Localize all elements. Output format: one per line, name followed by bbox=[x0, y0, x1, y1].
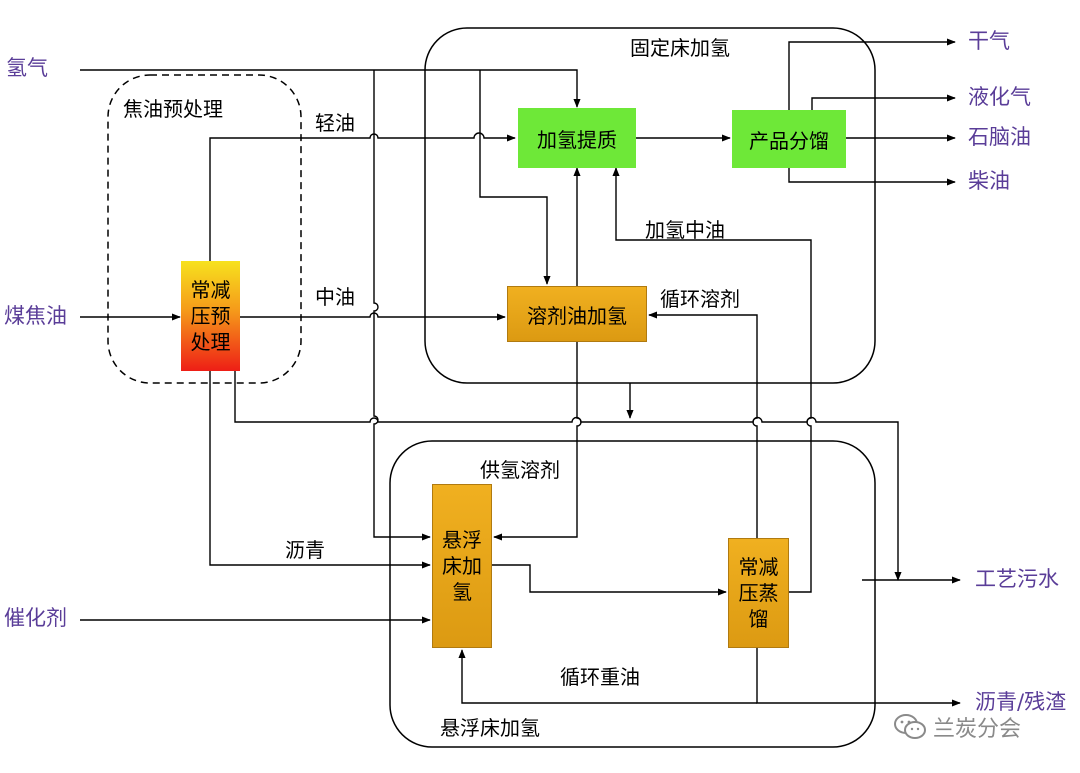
product-fractionation-unit: 产品分馏 bbox=[732, 110, 846, 168]
asphalt-label: 沥青 bbox=[285, 538, 325, 562]
fixed-bed-region-label: 固定床加氢 bbox=[630, 36, 730, 60]
slurry-reactor-unit: 悬浮床加氢 bbox=[432, 484, 492, 648]
atm-vac-distill-unit: 常减压蒸馏 bbox=[728, 538, 789, 648]
hydro-upgrade-unit: 加氢提质 bbox=[518, 108, 636, 168]
process-water-output-label: 工艺污水 bbox=[975, 567, 1059, 591]
light-oil-label: 轻油 bbox=[315, 111, 355, 135]
hydro-middle-oil-line bbox=[612, 167, 812, 593]
dry-gas-line bbox=[788, 38, 956, 110]
h-donor-solvent-line bbox=[493, 342, 582, 541]
slurry-reactor-label: 悬浮床加氢 bbox=[442, 528, 482, 604]
residue-out-line bbox=[756, 648, 961, 707]
wechat-icon bbox=[894, 714, 926, 739]
recycle-solvent-label: 循环溶剂 bbox=[660, 287, 740, 311]
h-donor-solvent-label: 供氢溶剂 bbox=[480, 458, 560, 482]
hydro-upgrade-label: 加氢提质 bbox=[537, 127, 617, 152]
pretreat-water-line bbox=[234, 370, 902, 581]
fixed-bed-region bbox=[424, 27, 876, 384]
middle-oil-line bbox=[240, 312, 506, 321]
product-fractionation-label: 产品分馏 bbox=[749, 128, 829, 153]
recycle-heavy-oil-line bbox=[458, 649, 757, 704]
watermark-text: 兰炭分会 bbox=[933, 717, 1022, 742]
catalyst-input-label: 催化剂 bbox=[4, 606, 67, 630]
hydrogen-line bbox=[80, 69, 581, 108]
solvent-hydro-unit: 溶剂油加氢 bbox=[507, 286, 647, 342]
recycle-heavy-oil-label: 循环重油 bbox=[560, 665, 640, 689]
slurry-bed-region-label: 悬浮床加氢 bbox=[440, 716, 540, 740]
diesel-output-label: 柴油 bbox=[968, 169, 1010, 193]
asphalt-line bbox=[209, 370, 431, 569]
naphtha-output-label: 石脑油 bbox=[968, 125, 1031, 149]
solvent-hydro-label: 溶剂油加氢 bbox=[527, 303, 627, 328]
light-oil-line bbox=[209, 132, 516, 261]
lpg-line bbox=[811, 94, 956, 110]
atm-vac-pretreat-unit: 常减压预处理 bbox=[181, 261, 240, 371]
asphalt-residue-output-label: 沥青/残渣 bbox=[975, 690, 1067, 714]
hydro-middle-oil-label: 加氢中油 bbox=[645, 218, 725, 242]
middle-oil-label: 中油 bbox=[315, 285, 355, 309]
diesel-line bbox=[788, 168, 956, 186]
watermark: 兰炭分会 bbox=[893, 711, 1021, 743]
hydrogen-input-label: 氢气 bbox=[6, 56, 48, 80]
pretreatment-region-label: 焦油预处理 bbox=[123, 97, 223, 121]
slurry-to-distill-line bbox=[492, 564, 727, 596]
pretreatment-region bbox=[107, 74, 302, 384]
recycle-solvent-line bbox=[648, 311, 758, 538]
lpg-output-label: 液化气 bbox=[968, 85, 1031, 109]
dry-gas-output-label: 干气 bbox=[968, 29, 1010, 53]
atm-vac-pretreat-label: 常减压预处理 bbox=[190, 278, 231, 354]
slurry-bed-region bbox=[389, 440, 876, 748]
hydrogen-to-slurry-line bbox=[373, 70, 431, 541]
hydrogen-to-solvent-line bbox=[479, 70, 551, 285]
atm-vac-distill-label: 常减压蒸馏 bbox=[738, 555, 779, 631]
coal-tar-input-label: 煤焦油 bbox=[4, 304, 67, 328]
